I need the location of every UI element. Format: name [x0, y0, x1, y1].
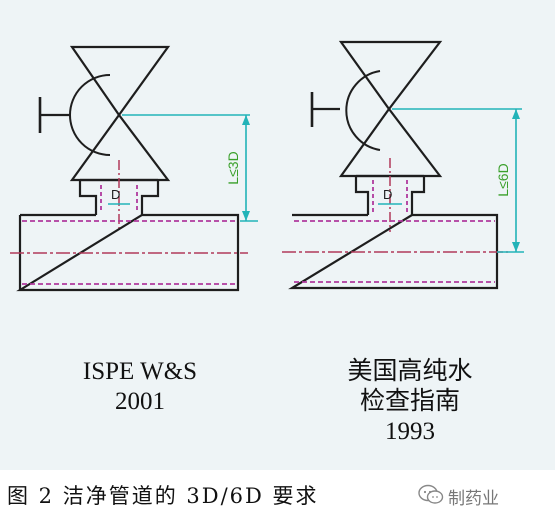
dimension-label-left: L≤3D — [225, 151, 241, 184]
wechat-icon — [418, 484, 444, 504]
watermark-text: 制药业 — [448, 489, 499, 509]
branch-label-left: D — [111, 187, 120, 202]
dimension-label-right: L≤6D — [495, 163, 511, 196]
left-diagram-caption: ISPE W&S 2001 — [20, 357, 260, 417]
caption-line: 检查指南 — [359, 388, 460, 415]
dimension-arrow-top — [512, 109, 520, 119]
right-diagram-caption: 美国高纯水 检查指南 1993 — [290, 357, 530, 447]
left-diagram: D L≤3D — [10, 45, 258, 292]
valve-upper-triangle — [69, 45, 171, 117]
branch-inner-wall — [100, 185, 138, 212]
caption-line: ISPE W&S — [82, 358, 198, 385]
caption-line: 美国高纯水 — [347, 358, 473, 385]
valve-actuator-arc — [345, 70, 381, 151]
dimension-arrow-bottom — [242, 211, 250, 221]
branch-inner-wall — [372, 180, 408, 212]
branch-neck — [78, 180, 160, 215]
dimension-arrow-top — [242, 115, 250, 125]
caption-line: 2001 — [115, 388, 165, 415]
caption-line: 1993 — [385, 418, 435, 445]
branch-neck — [354, 176, 426, 215]
main-pipe-outline — [288, 213, 499, 290]
branch-label-right: D — [383, 187, 392, 202]
valve-upper-triangle — [338, 40, 443, 111]
valve-actuator-arc — [69, 74, 111, 156]
main-pipe-outline — [16, 213, 240, 292]
diagram-canvas: D L≤3D — [10, 40, 524, 292]
dimension-arrow-bottom — [512, 242, 520, 252]
figure-caption: 图 2 洁净管道的 3D/6D 要求 — [7, 484, 319, 508]
watermark: 制药业 — [418, 482, 548, 510]
right-diagram: D L≤6D — [282, 40, 524, 290]
